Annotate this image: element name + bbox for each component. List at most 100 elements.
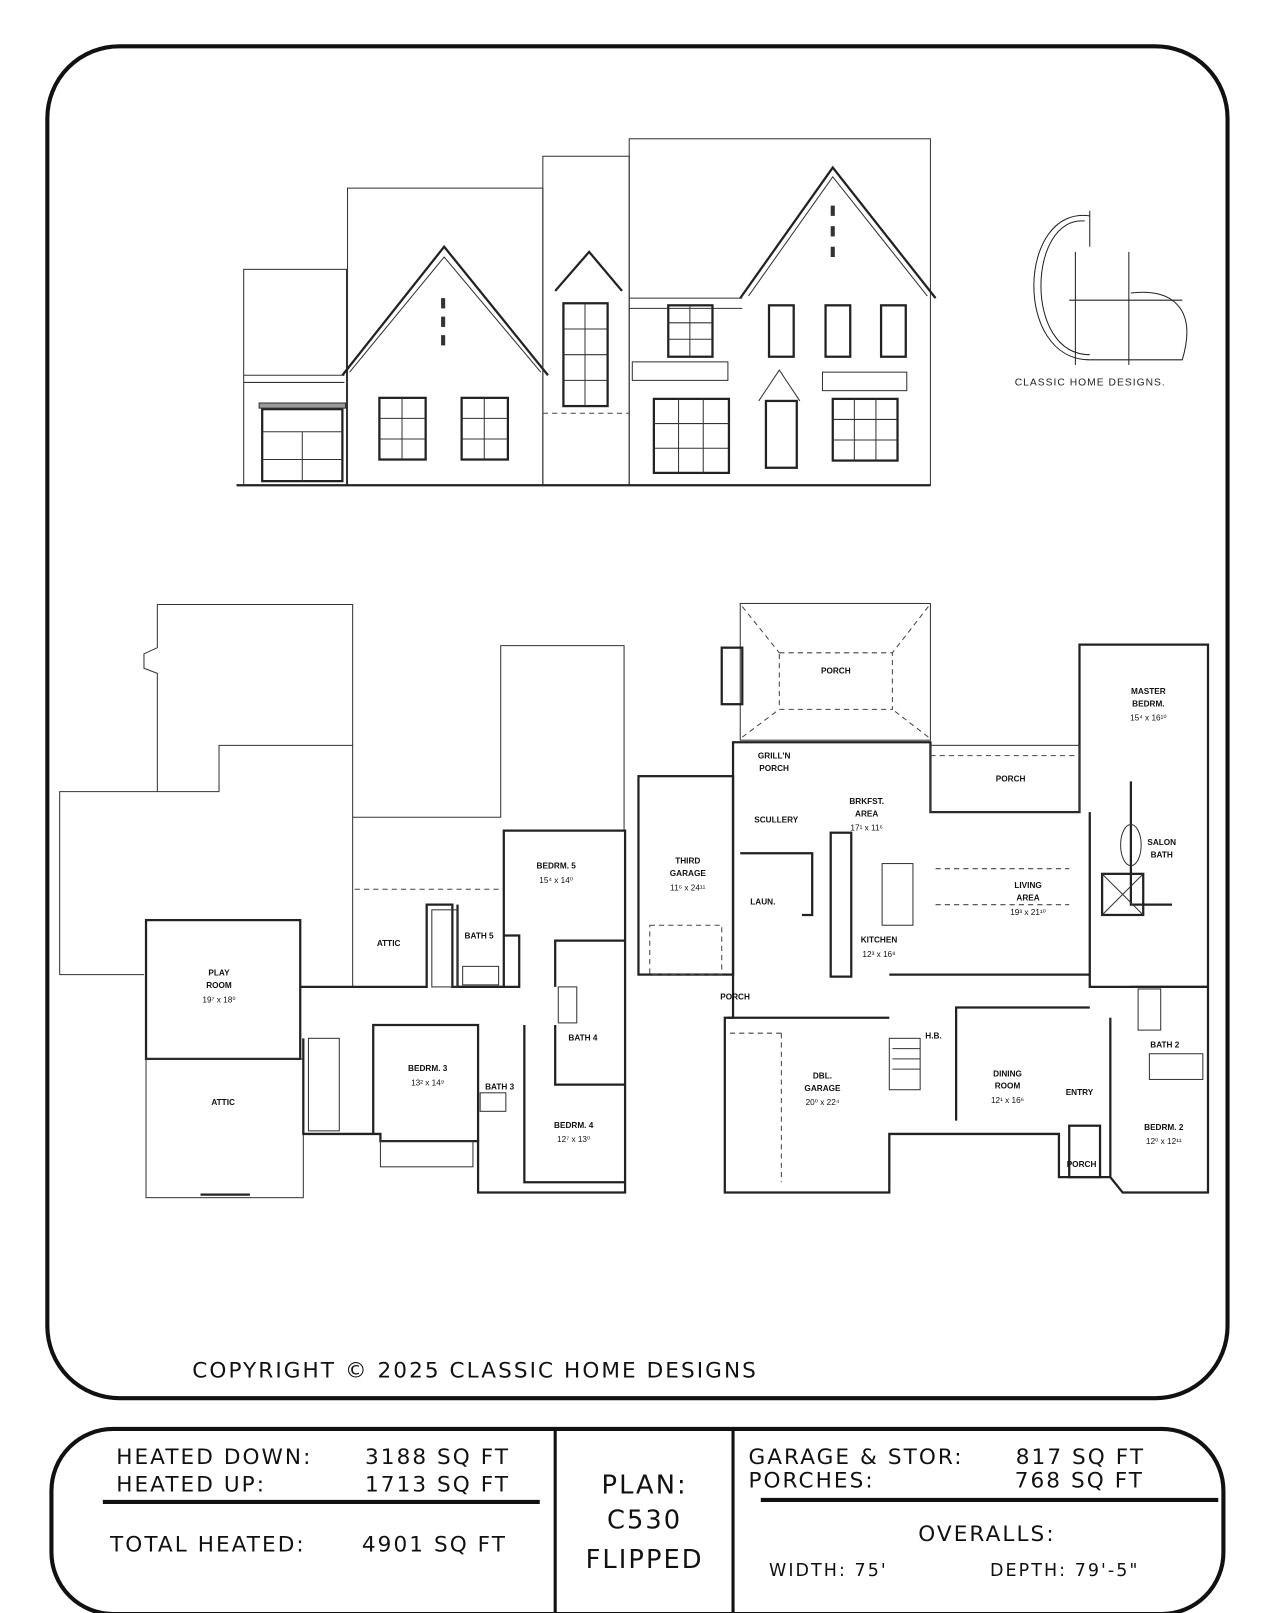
room-name: PORCH	[821, 666, 851, 675]
total-heated-label: TOTAL HEATED:	[109, 1532, 306, 1557]
room-name: DBL.	[813, 1071, 832, 1080]
room-name: ROOM	[995, 1082, 1021, 1091]
room-label: BATH 5	[465, 932, 494, 941]
room-label: DINING ROOM 12¹ x 16⁶	[991, 1069, 1024, 1105]
room-dimensions: 15⁴ x 16¹⁰	[1130, 714, 1167, 723]
room-name: LIVING	[1014, 881, 1041, 890]
front-elevation	[236, 138, 937, 487]
garage-value: 817 SQ FT	[1016, 1445, 1145, 1470]
room-label: GRILL'N PORCH	[758, 752, 791, 773]
room-name: BATH	[1151, 850, 1173, 859]
room-name: MASTER	[1131, 687, 1166, 696]
room-label: PORCH	[1067, 1160, 1097, 1169]
room-dimensions: 19³ x 21¹⁰	[1010, 908, 1046, 917]
room-dimensions: 12⁷ x 13⁰	[557, 1135, 590, 1144]
room-name: BATH 3	[485, 1083, 514, 1092]
room-label: ATTIC	[211, 1098, 235, 1107]
room-name: THIRD	[675, 857, 700, 866]
room-name: BEDRM. 4	[554, 1121, 594, 1130]
heated-down-value: 3188 SQ FT	[365, 1445, 510, 1470]
room-name: AREA	[1016, 894, 1039, 903]
room-label: BATH 3	[485, 1083, 514, 1092]
room-name: AREA	[855, 809, 878, 818]
room-name: H.B.	[925, 1031, 941, 1040]
room-label: BATH 4	[568, 1033, 597, 1042]
room-label: THIRD GARAGE 11⁶ x 24¹¹	[670, 857, 707, 893]
room-label: BATH 2	[1150, 1041, 1179, 1050]
room-name: GARAGE	[804, 1084, 841, 1093]
room-name: GARAGE	[670, 869, 707, 878]
room-name: ROOM	[206, 981, 232, 990]
room-dimensions: 12⁰ x 12¹¹	[1146, 1137, 1182, 1146]
room-dimensions: 15⁴ x 14⁰	[539, 876, 573, 885]
room-label: ENTRY	[1066, 1088, 1094, 1097]
room-dimensions: 11⁶ x 24¹¹	[670, 883, 705, 892]
room-name: ATTIC	[211, 1098, 235, 1107]
room-dimensions: 12¹ x 16⁶	[991, 1096, 1024, 1105]
logo-text: CLASSIC HOME DESIGNS.	[1015, 378, 1166, 389]
room-name: ATTIC	[377, 939, 401, 948]
room-name: ENTRY	[1066, 1088, 1094, 1097]
room-label: SCULLERY	[754, 815, 799, 824]
room-dimensions: 20⁰ x 22⁴	[806, 1098, 840, 1107]
room-label: H.B.	[925, 1031, 941, 1040]
room-name: BATH 2	[1150, 1041, 1179, 1050]
room-name: PORCH	[759, 764, 789, 773]
room-label: PORCH	[720, 992, 750, 1001]
room-name: PORCH	[1067, 1160, 1097, 1169]
room-name: DINING	[993, 1069, 1022, 1078]
room-labels: PORCH GRILL'N PORCH BRKFST. AREA 17¹ x 11⁶ POR…	[202, 666, 1183, 1168]
room-name: PORCH	[996, 774, 1026, 783]
sheet-frame	[45, 44, 1230, 1401]
room-name: PORCH	[720, 992, 750, 1001]
room-name: BATH 5	[465, 932, 494, 941]
title-block: HEATED DOWN: 3188 SQ FT HEATED UP: 1713 …	[49, 1426, 1226, 1613]
room-name: BRKFST.	[849, 797, 884, 806]
room-label: DBL. GARAGE 20⁰ x 22⁴	[804, 1071, 841, 1107]
room-dimensions: 12³ x 16⁸	[862, 950, 895, 959]
overall-depth: DEPTH: 79'-5"	[990, 1561, 1139, 1581]
room-label: PLAY ROOM 19⁷ x 18⁰	[202, 969, 235, 1005]
room-label: PORCH	[821, 666, 851, 675]
porches-value: 768 SQ FT	[1015, 1469, 1144, 1494]
room-dimensions: 17¹ x 11⁶	[850, 824, 882, 833]
room-name: GRILL'N	[758, 752, 791, 761]
room-label: ATTIC	[377, 939, 401, 948]
copyright-notice: COPYRIGHT © 2025 CLASSIC HOME DESIGNS	[192, 1359, 758, 1384]
room-label: MASTER BEDRM. 15⁴ x 16¹⁰	[1130, 687, 1167, 723]
room-name: SCULLERY	[754, 815, 799, 824]
room-name: LAUN.	[750, 898, 775, 907]
room-label: LAUN.	[750, 898, 775, 907]
plan-variant: FLIPPED	[586, 1545, 704, 1575]
room-label: BEDRM. 3 13² x 14⁹	[408, 1064, 448, 1087]
room-dimensions: 19⁷ x 18⁰	[202, 995, 235, 1004]
plan-number: C530	[607, 1506, 682, 1536]
overalls-label: OVERALLS:	[918, 1522, 1055, 1547]
room-dimensions: 13² x 14⁹	[411, 1079, 444, 1088]
room-name: BEDRM. 3	[408, 1064, 448, 1073]
room-label: KITCHEN 12³ x 16⁸	[861, 936, 898, 959]
heated-up-value: 1713 SQ FT	[365, 1473, 510, 1498]
room-label: BEDRM. 4 12⁷ x 13⁰	[554, 1121, 594, 1144]
garage-label: GARAGE & STOR:	[748, 1445, 963, 1470]
heated-down-label: HEATED DOWN:	[116, 1445, 312, 1470]
overall-width: WIDTH: 75'	[769, 1561, 888, 1581]
room-name: BEDRM. 5	[537, 862, 577, 871]
heated-up-label: HEATED UP:	[116, 1473, 266, 1498]
main-floor-plan	[637, 602, 1210, 1194]
classic-home-designs-logo: CLASSIC HOME DESIGNS.	[1015, 210, 1188, 389]
room-label: BRKFST. AREA 17¹ x 11⁶	[849, 797, 884, 833]
room-name: BEDRM. 2	[1144, 1123, 1184, 1132]
total-heated-value: 4901 SQ FT	[362, 1532, 507, 1557]
room-name: BEDRM.	[1132, 699, 1164, 708]
room-label: LIVING AREA 19³ x 21¹⁰	[1010, 881, 1046, 917]
upper-floor-plan	[59, 603, 627, 1199]
room-name: BATH 4	[568, 1033, 597, 1042]
room-name: KITCHEN	[861, 936, 898, 945]
plan-label: PLAN:	[602, 1471, 688, 1501]
room-label: PORCH	[996, 774, 1026, 783]
porches-label: PORCHES:	[748, 1469, 874, 1494]
room-name: PLAY	[208, 969, 230, 978]
